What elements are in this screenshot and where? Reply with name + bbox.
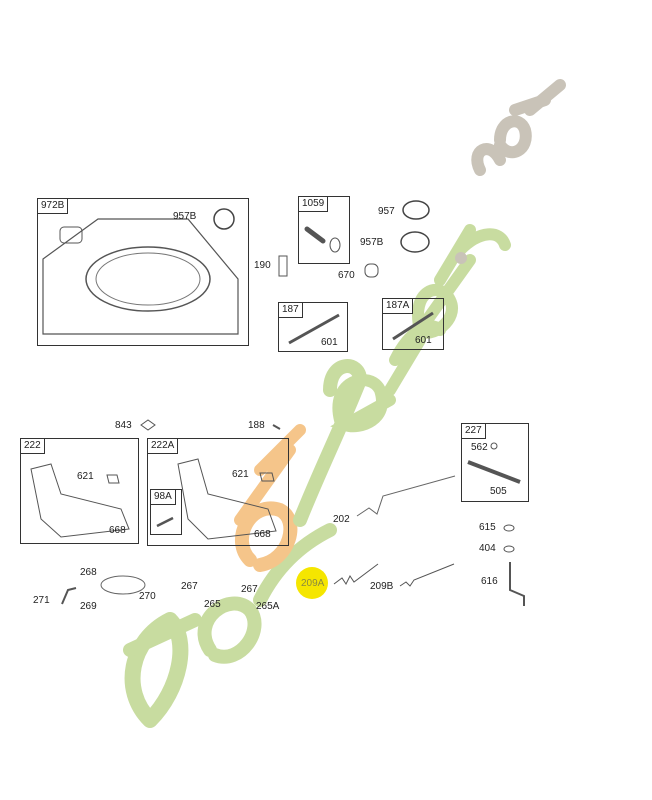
group-label: 222A: [147, 438, 179, 454]
governor-lever-icon: [467, 442, 521, 484]
part-label-601: 601: [415, 335, 432, 346]
link-rod-icon: [392, 311, 434, 341]
part-271-icon: [61, 587, 77, 605]
control-bracket-icon: [30, 463, 130, 538]
group-label: 98A: [150, 489, 176, 505]
part-label-843: 843: [115, 420, 132, 431]
group-222A: 222A 621 668 98A: [147, 438, 289, 546]
group-222: 222 621 668: [20, 438, 139, 544]
part-label-616: 616: [481, 576, 498, 587]
part-label-668: 668: [109, 525, 126, 536]
part-label-957B: 957B: [173, 211, 197, 222]
part-label-209A: 209A: [301, 578, 325, 589]
part-label-621: 621: [77, 471, 94, 482]
governor-spring-icon: [399, 563, 455, 587]
part-label-670: 670: [338, 270, 355, 281]
group-label: 222: [20, 438, 45, 454]
part-label-188: 188: [248, 420, 265, 431]
part-label-190: 190: [254, 260, 271, 271]
part-188-icon: [272, 424, 281, 430]
part-label-269: 269: [80, 601, 97, 612]
group-label: 227: [461, 423, 486, 439]
part-843-icon: [140, 419, 156, 431]
part-404-icon: [503, 545, 515, 553]
part-label-404: 404: [479, 543, 496, 554]
group-1059: 1059: [298, 196, 350, 264]
part-label-209B: 209B: [370, 581, 394, 592]
part-615-icon: [503, 524, 515, 532]
part-label-601: 601: [321, 337, 338, 348]
part-label-265A: 265A: [256, 601, 280, 612]
group-972B: 972B 957B: [37, 198, 249, 346]
part-label-267: 267: [181, 581, 198, 592]
screw-icon: [156, 516, 174, 528]
part-label-270: 270: [139, 591, 156, 602]
part-label-267: 267: [241, 584, 258, 595]
control-bracket-icon: [177, 458, 277, 540]
blower-housing-icon: [42, 218, 239, 335]
part-670-icon: [364, 263, 379, 278]
part-label-265: 265: [204, 599, 221, 610]
group-98A: 98A: [150, 489, 182, 535]
group-label: 187A: [382, 298, 414, 314]
governor-spring-icon: [333, 563, 379, 585]
part-label-268: 268: [80, 567, 97, 578]
part-label-957B: 957B: [360, 237, 384, 248]
part-label-615: 615: [479, 522, 496, 533]
group-187: 187 601: [278, 302, 348, 352]
part-label-668: 668: [254, 529, 271, 540]
governor-link-icon: [356, 475, 456, 517]
part-957B-icon: [213, 208, 235, 230]
group-227: 227 562 505: [461, 423, 529, 502]
part-label-202: 202: [333, 514, 350, 525]
part-190-icon: [278, 255, 288, 277]
part-616-icon: [509, 562, 525, 606]
link-rod-icon: [288, 313, 340, 345]
group-label: 187: [278, 302, 303, 318]
part-label-621: 621: [232, 469, 249, 480]
group-label: 972B: [37, 198, 69, 214]
part-label-505: 505: [490, 486, 507, 497]
part-label-271: 271: [33, 595, 50, 606]
part-957-icon: [402, 200, 430, 220]
throttle-cable-icon: [100, 575, 146, 595]
group-label: 1059: [298, 196, 329, 212]
part-label-562: 562: [471, 442, 488, 453]
bolt-icon: [304, 226, 341, 253]
group-187A: 187A 601: [382, 298, 444, 350]
part-label-957: 957: [378, 206, 395, 217]
part-957B-icon: [400, 231, 430, 253]
